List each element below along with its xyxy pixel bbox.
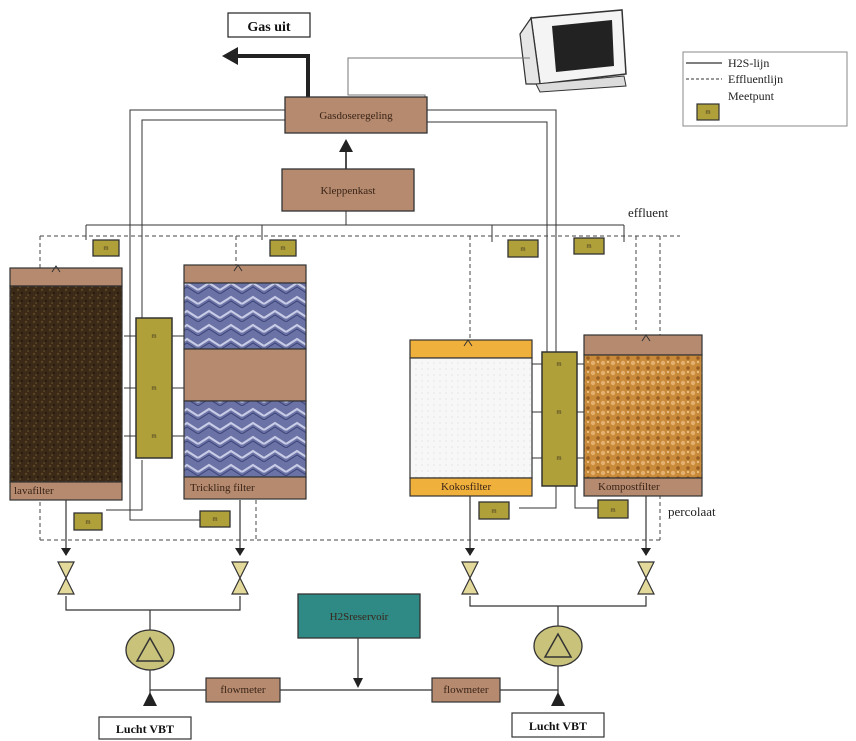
svg-text:m: m: [281, 246, 286, 252]
gas-out-label: Gas uit: [228, 13, 310, 37]
svg-text:Gasdoseregeling: Gasdoseregeling: [319, 110, 393, 122]
left-flowmeter: flowmeter: [206, 678, 280, 702]
meter-coconut-inlet: m: [508, 240, 538, 257]
legend-measuring-point: Meetpunt: [728, 89, 775, 103]
right-manifold: m m m: [542, 352, 577, 486]
air-inlet-left: Lucht VBT: [99, 717, 191, 739]
lava-filter-label: lavafilter: [14, 485, 54, 497]
trickling-filter: Trickling filter: [184, 265, 306, 499]
air-inlet-right: Lucht VBT: [512, 713, 604, 737]
meter-lava-inlet: m: [93, 240, 119, 256]
h2s-feed-arrow: [353, 678, 363, 688]
svg-text:Lucht VBT: Lucht VBT: [116, 722, 174, 736]
right-flowmeter: flowmeter: [432, 678, 500, 702]
svg-text:m: m: [152, 386, 157, 392]
h2s-reservoir: H2Sreservoir: [298, 594, 420, 638]
svg-text:m: m: [104, 246, 109, 252]
meter-trickling-inlet: m: [270, 240, 296, 256]
svg-text:m: m: [557, 410, 562, 416]
gas-out-arrow: [222, 47, 308, 98]
lava-filter: lavafilter: [10, 268, 122, 500]
svg-text:m: m: [152, 334, 157, 340]
valve-icon: [462, 562, 478, 594]
valves: [58, 562, 654, 594]
svg-text:m: m: [557, 362, 562, 368]
svg-text:m: m: [587, 244, 592, 250]
legend-h2s-line: H2S-lijn: [728, 56, 769, 70]
computer-monitor-icon: [520, 10, 626, 92]
left-manifold: m m m: [136, 318, 172, 458]
meter-compost-outlet: m: [598, 500, 628, 518]
meter-coconut-outlet: m: [479, 502, 509, 519]
left-pump-icon: [126, 630, 174, 670]
gas-control-box: Gasdoseregeling: [285, 97, 427, 133]
meter-compost-inlet: m: [574, 238, 604, 254]
legend: H2S-lijn Effluentlijn Meetpunt m: [683, 52, 847, 126]
svg-text:flowmeter: flowmeter: [443, 684, 489, 696]
effluent-label: effluent: [628, 205, 669, 220]
feed-arrows: [61, 548, 651, 556]
svg-text:m: m: [706, 110, 711, 116]
meter-trickling-outlet: m: [200, 511, 230, 527]
trickling-filter-label: Trickling filter: [190, 482, 255, 494]
svg-text:Lucht VBT: Lucht VBT: [529, 719, 587, 733]
right-pump-icon: [534, 626, 582, 666]
svg-text:Kleppenkast: Kleppenkast: [321, 185, 376, 197]
svg-text:m: m: [521, 247, 526, 253]
valve-icon: [638, 562, 654, 594]
svg-text:flowmeter: flowmeter: [220, 684, 266, 696]
svg-text:m: m: [213, 517, 218, 523]
meter-lava-outlet: m: [74, 513, 102, 530]
compost-filter: Kompostfilter: [584, 335, 702, 496]
svg-text:Gas uit: Gas uit: [247, 20, 291, 35]
svg-text:m: m: [492, 509, 497, 515]
svg-text:m: m: [86, 520, 91, 526]
svg-text:m: m: [611, 508, 616, 514]
valve-box: Kleppenkast: [282, 169, 414, 211]
coconut-filter: Kokosfilter: [410, 340, 532, 496]
svg-text:m: m: [152, 434, 157, 440]
valve-icon: [58, 562, 74, 594]
coconut-filter-label: Kokosfilter: [441, 481, 491, 493]
valve-icon: [232, 562, 248, 594]
legend-effluent-line: Effluentlijn: [728, 72, 783, 86]
valve-to-control-arrow: [339, 139, 353, 169]
percolate-label: percolaat: [668, 504, 716, 519]
svg-text:m: m: [557, 456, 562, 462]
compost-filter-label: Kompostfilter: [598, 481, 660, 493]
svg-text:H2Sreservoir: H2Sreservoir: [330, 611, 389, 623]
